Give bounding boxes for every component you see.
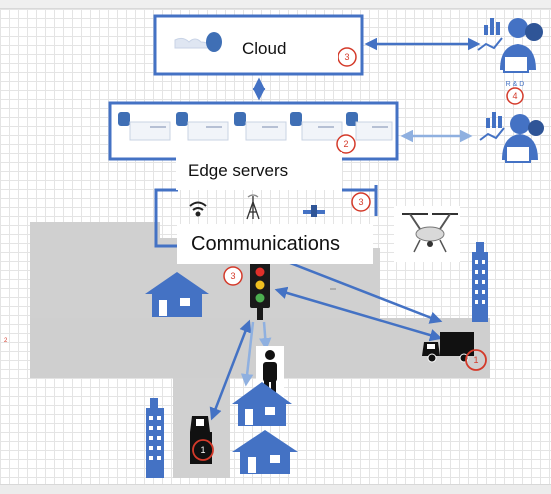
wifi-icon xyxy=(189,201,207,217)
communications-label: Communications xyxy=(177,224,373,264)
server-4-icon xyxy=(290,112,343,141)
marker-truck-bottom xyxy=(192,439,214,461)
marker-edge-text: 2 xyxy=(343,139,348,149)
top-border xyxy=(0,0,551,9)
house-icon-middle xyxy=(232,382,292,426)
marker-comms xyxy=(351,192,371,212)
marker-comms-text: 3 xyxy=(358,197,363,207)
bottom-border xyxy=(0,484,551,494)
server-1-icon xyxy=(118,112,171,141)
skyscraper-icon-left xyxy=(146,398,164,478)
marker-rnd xyxy=(506,87,524,105)
satellite-icon xyxy=(303,205,325,217)
marker-cloud-text: 3 xyxy=(344,52,349,62)
light-bottom-truck-arrow xyxy=(209,319,252,421)
connector-arrows xyxy=(209,37,481,421)
traffic-light-icon xyxy=(250,262,270,320)
server-2-icon xyxy=(176,112,229,141)
rnd-label: R & D xyxy=(506,81,525,88)
side-mark: 2 xyxy=(4,338,8,344)
marker-rnd-text: 4 xyxy=(512,91,517,101)
light-pedestrian-arrow xyxy=(259,321,272,351)
light-house-arrow xyxy=(240,321,255,387)
house-icon-left xyxy=(145,272,209,317)
cloud-node-icon xyxy=(206,32,222,52)
edge-servers-label-text: Edge servers xyxy=(188,161,289,180)
marker-truck-bottom-text: 1 xyxy=(200,445,205,455)
edge-servers-label: Edge servers xyxy=(176,152,342,190)
marker-truck-right-text: 1 xyxy=(473,355,478,365)
light-truck-arrow xyxy=(274,286,443,342)
marker-cloud xyxy=(337,47,357,67)
marker-truck-right xyxy=(465,349,487,371)
house-icon-bottom xyxy=(232,430,298,474)
skyscraper-icon-right xyxy=(472,242,488,322)
truck-icon-right xyxy=(422,332,474,363)
edge-servers-box xyxy=(108,101,399,161)
marker-traffic-light xyxy=(223,266,243,286)
cloud-label: Cloud xyxy=(228,30,338,68)
rnd-analyst-icon-bottom xyxy=(479,112,544,163)
cloud-label-text: Cloud xyxy=(242,39,287,58)
communications-label-text: Communications xyxy=(191,232,340,255)
communications-box xyxy=(154,185,378,248)
server-3-icon xyxy=(234,112,287,141)
server-5-icon xyxy=(346,112,393,141)
marker-edge xyxy=(336,134,356,154)
rnd-analyst-icon-top xyxy=(477,18,543,73)
marker-traffic-light-text: 3 xyxy=(230,271,235,281)
drone-icon xyxy=(394,206,460,262)
antenna-tower-icon xyxy=(246,194,260,220)
